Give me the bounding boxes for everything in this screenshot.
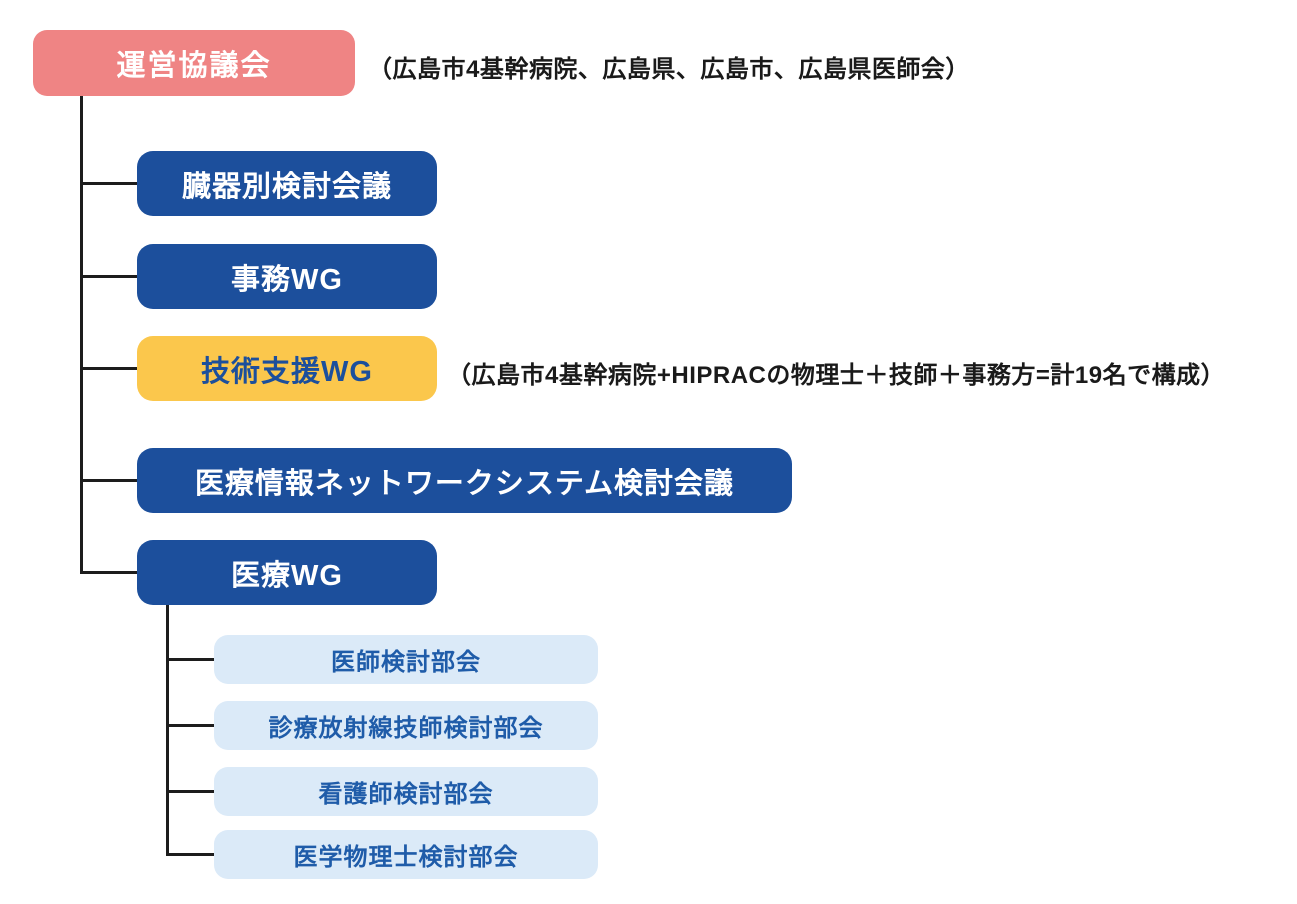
connector-sub-trunk	[166, 605, 169, 856]
connector-branch-organ	[80, 182, 137, 185]
org-node-medical-info-network-meeting: 医療情報ネットワークシステム検討会議	[137, 448, 792, 513]
org-node-organ-review-meeting: 臓器別検討会議	[137, 151, 437, 216]
connector-branch-nurse	[166, 790, 214, 793]
org-node-medical-wg: 医療WG	[137, 540, 437, 605]
connector-main-trunk	[80, 95, 83, 574]
connector-branch-tech-wg	[80, 367, 137, 370]
connector-branch-physicist	[166, 853, 214, 856]
connector-branch-doctor	[166, 658, 214, 661]
org-node-council: 運営協議会	[33, 30, 355, 96]
connector-branch-admin-wg	[80, 275, 137, 278]
annotation-tech-support-wg-members: （広島市4基幹病院+HIPRACの物理士＋技師＋事務方=計19名で構成）	[447, 362, 1226, 389]
org-node-tech-support-wg: 技術支援WG	[137, 336, 437, 401]
org-node-nurse-subcommittee: 看護師検討部会	[214, 767, 598, 816]
annotation-council-members: （広島市4基幹病院、広島県、広島市、広島県医師会）	[368, 56, 970, 83]
connector-branch-medical-wg	[80, 571, 137, 574]
org-node-radiology-tech-subcommittee: 診療放射線技師検討部会	[214, 701, 598, 750]
connector-branch-radiology	[166, 724, 214, 727]
connector-branch-network	[80, 479, 137, 482]
org-node-admin-wg: 事務WG	[137, 244, 437, 309]
org-node-medical-physicist-subcommittee: 医学物理士検討部会	[214, 830, 598, 879]
org-node-doctor-subcommittee: 医師検討部会	[214, 635, 598, 684]
